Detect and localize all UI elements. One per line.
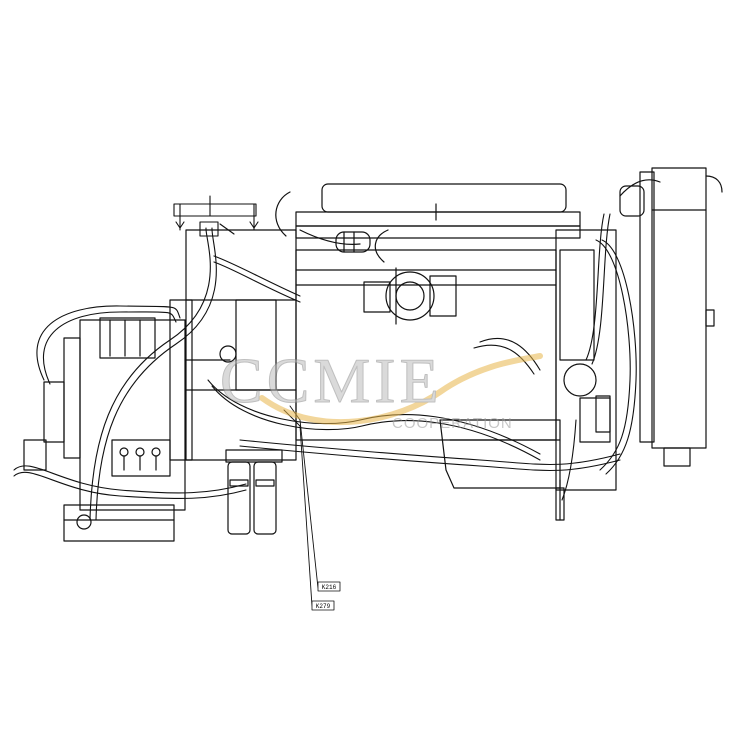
watermark-brand: CCMIE	[220, 345, 443, 416]
flywheel-housing	[23, 299, 231, 542]
callout-2: K279	[311, 600, 335, 611]
front-timing-cover	[555, 229, 617, 521]
watermark: CCMIE COOPERATION	[220, 345, 543, 432]
callout-2-label: K279	[316, 603, 331, 610]
callout-1-label: K216	[322, 584, 337, 591]
watermark-swoosh	[259, 353, 543, 426]
cylinder-head	[275, 183, 581, 253]
crankcase	[185, 229, 561, 489]
callout-leaders	[283, 405, 319, 607]
fuel-filters	[225, 449, 283, 535]
turbocharger	[363, 229, 457, 325]
lift-bracket	[173, 195, 259, 237]
radiator	[619, 167, 723, 467]
hoses	[13, 213, 637, 521]
callout-1: K216	[317, 581, 341, 592]
watermark-subtitle: COOPERATION	[392, 415, 513, 432]
